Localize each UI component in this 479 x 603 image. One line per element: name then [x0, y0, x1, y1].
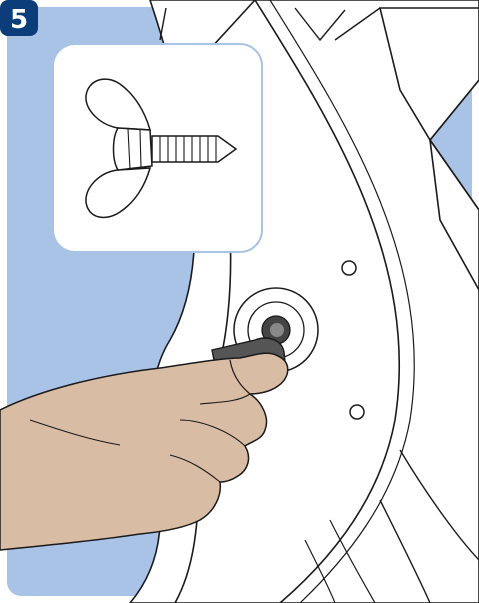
screw-hole-lower [349, 404, 365, 420]
hand-crease-5 [29, 419, 121, 446]
cover-plate-edge [269, 0, 415, 603]
hand-crease-4 [169, 454, 221, 483]
step-badge [0, 0, 38, 36]
rim-band-lower [379, 449, 479, 603]
hand-crease-3 [179, 419, 246, 447]
hand-crease-2 [199, 393, 251, 405]
rim-band-strap [304, 519, 376, 603]
rim-upper [378, 7, 479, 142]
frame-line-2 [294, 7, 346, 42]
hand-crease-1 [229, 359, 251, 395]
bolt-socket-inner [270, 323, 284, 337]
wing-bolt-inset-icon [85, 78, 238, 219]
screw-hole-upper [341, 260, 357, 276]
step-number: 5 [10, 5, 28, 35]
rim-lower [429, 139, 479, 292]
frame-line-3 [334, 7, 381, 41]
frame-line-1 [159, 7, 167, 41]
